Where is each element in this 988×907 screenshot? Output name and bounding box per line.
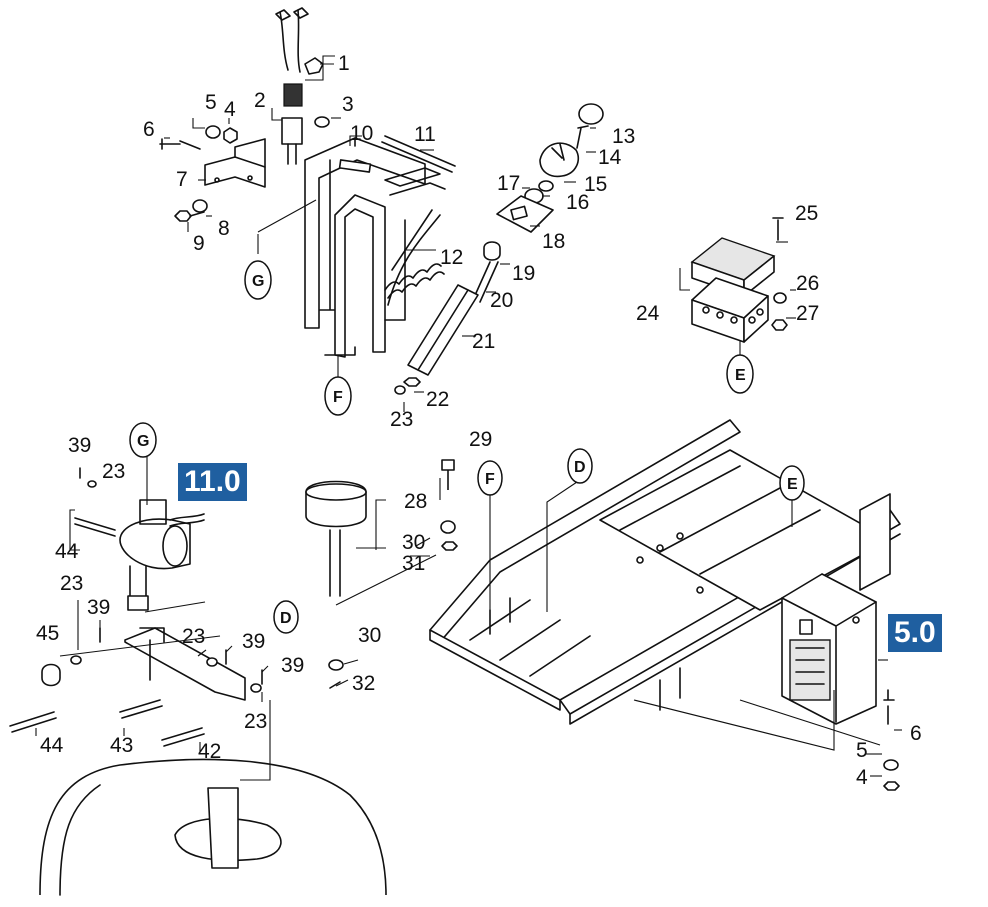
part-num-41[interactable]: 42 xyxy=(198,740,221,763)
part-num-13[interactable]: 13 xyxy=(612,125,635,148)
part-num-14[interactable]: 14 xyxy=(598,146,622,169)
part-num-16[interactable]: 16 xyxy=(566,191,589,214)
part-num-31[interactable]: 31 xyxy=(402,552,425,575)
svg-text:G: G xyxy=(252,273,264,290)
ref-d-left[interactable]: D xyxy=(273,600,299,634)
part-num-23d[interactable]: 23 xyxy=(182,625,205,648)
bracket-frame xyxy=(159,7,604,395)
part-num-17[interactable]: 17 xyxy=(497,172,520,195)
part-num-20[interactable]: 20 xyxy=(490,289,513,312)
part-num-22[interactable]: 22 xyxy=(426,388,449,411)
section-label-5[interactable]: 5.0 xyxy=(888,614,942,652)
leader-lines xyxy=(35,55,902,781)
part-num-27[interactable]: 27 xyxy=(796,302,819,325)
actuator-assembly xyxy=(9,467,387,896)
part-num-15[interactable]: 15 xyxy=(584,173,607,196)
part-num-3[interactable]: 3 xyxy=(342,93,354,116)
part-num-23c[interactable]: 23 xyxy=(60,572,83,595)
part-num-9[interactable]: 9 xyxy=(193,232,205,255)
svg-text:D: D xyxy=(574,459,586,476)
ref-e-right[interactable]: E xyxy=(779,465,805,501)
part-num-5b[interactable]: 5 xyxy=(856,739,868,762)
part-num-18[interactable]: 18 xyxy=(542,230,565,253)
part-num-29[interactable]: 29 xyxy=(469,428,492,451)
ref-f-top[interactable]: F xyxy=(324,376,352,416)
svg-text:E: E xyxy=(787,476,798,493)
part-num-30b[interactable]: 30 xyxy=(358,624,381,647)
part-num-39a[interactable]: 39 xyxy=(68,434,91,457)
part-num-10[interactable]: 10 xyxy=(350,122,373,145)
part-num-42[interactable]: 43 xyxy=(110,734,133,757)
part-num-12[interactable]: 12 xyxy=(440,246,463,269)
part-num-21[interactable]: 21 xyxy=(472,330,495,353)
svg-text:E: E xyxy=(735,367,746,384)
reference-markers: G F E G D F D E xyxy=(129,260,805,634)
part-num-4[interactable]: 4 xyxy=(224,98,236,121)
svg-text:F: F xyxy=(333,389,343,406)
part-num-26[interactable]: 26 xyxy=(796,272,819,295)
part-num-44[interactable]: 45 xyxy=(36,622,59,645)
part-num-8[interactable]: 8 xyxy=(218,217,230,240)
svg-text:G: G xyxy=(137,433,149,450)
part-num-25[interactable]: 25 xyxy=(795,202,818,225)
ref-e-top[interactable]: E xyxy=(726,354,754,394)
part-num-23b[interactable]: 23 xyxy=(102,460,125,483)
part-num-19[interactable]: 19 xyxy=(512,262,535,285)
part-num-6[interactable]: 6 xyxy=(143,118,155,141)
part-num-39d[interactable]: 39 xyxy=(281,654,304,677)
part-num-6b[interactable]: 6 xyxy=(910,722,922,745)
svg-text:D: D xyxy=(280,610,292,627)
part-num-1[interactable]: 1 xyxy=(338,52,350,75)
part-num-23e[interactable]: 23 xyxy=(244,710,267,733)
ref-g-top[interactable]: G xyxy=(244,260,272,300)
part-num-7[interactable]: 7 xyxy=(176,168,188,191)
part-num-32[interactable]: 32 xyxy=(352,672,375,695)
part-num-43b[interactable]: 44 xyxy=(40,734,64,757)
section-label-11[interactable]: 11.0 xyxy=(178,463,247,501)
part-num-24[interactable]: 24 xyxy=(636,302,660,325)
part-num-23a[interactable]: 23 xyxy=(390,408,413,431)
part-num-5[interactable]: 5 xyxy=(205,91,217,114)
svg-text:F: F xyxy=(485,471,495,488)
ref-d-right[interactable]: D xyxy=(567,448,593,484)
ref-f-right[interactable]: F xyxy=(477,460,503,496)
chassis-frame xyxy=(429,419,901,791)
part-num-2[interactable]: 2 xyxy=(254,89,266,112)
knob-assembly xyxy=(305,459,458,689)
part-numbers: 1 2 3 4 5 6 7 8 9 10 11 12 13 14 15 16 1… xyxy=(36,52,922,789)
ref-g-left[interactable]: G xyxy=(129,422,157,458)
part-num-39c[interactable]: 39 xyxy=(242,630,265,653)
part-num-11[interactable]: 11 xyxy=(414,123,436,146)
part-num-39b[interactable]: 39 xyxy=(87,596,110,619)
part-num-28[interactable]: 28 xyxy=(404,490,427,513)
part-num-4b[interactable]: 4 xyxy=(856,766,868,789)
part-num-43a[interactable]: 44 xyxy=(55,540,79,563)
junction-box xyxy=(690,217,788,343)
part-num-30a[interactable]: 30 xyxy=(402,531,425,554)
